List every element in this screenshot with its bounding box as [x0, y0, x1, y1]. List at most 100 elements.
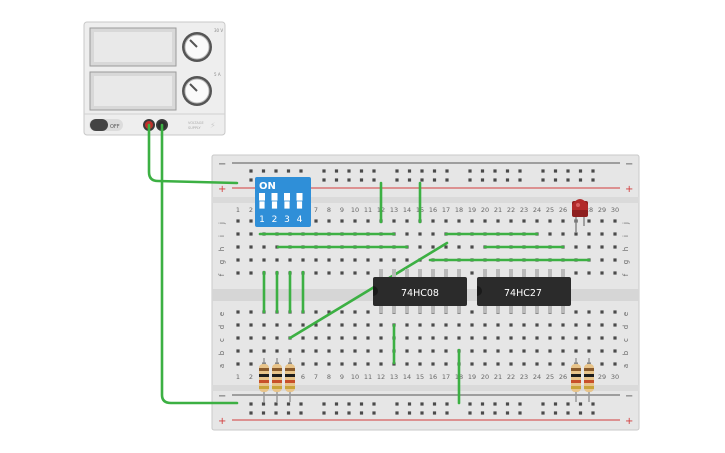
breadboard-hole[interactable]	[587, 245, 591, 249]
breadboard-hole[interactable]	[470, 219, 474, 223]
breadboard-hole[interactable]	[561, 323, 565, 327]
breadboard-hole[interactable]	[340, 271, 344, 275]
rail-hole[interactable]	[566, 169, 570, 173]
breadboard-hole[interactable]	[431, 323, 435, 327]
breadboard-hole[interactable]	[340, 336, 344, 340]
dip-switch-lever[interactable]	[296, 200, 303, 210]
rail-hole[interactable]	[480, 169, 485, 173]
rail-hole[interactable]	[518, 169, 522, 173]
rail-hole[interactable]	[591, 402, 595, 406]
breadboard-hole[interactable]	[470, 336, 474, 340]
rail-hole[interactable]	[395, 178, 399, 182]
rail-hole[interactable]	[347, 178, 351, 182]
breadboard-hole[interactable]	[600, 349, 604, 353]
breadboard-hole[interactable]	[275, 336, 279, 340]
breadboard-hole[interactable]	[327, 336, 331, 340]
dip-switch-key-3[interactable]: 3	[283, 193, 291, 225]
breadboard-hole[interactable]	[249, 258, 253, 262]
breadboard-hole[interactable]	[314, 336, 318, 340]
rail-hole[interactable]	[553, 411, 558, 415]
breadboard-hole[interactable]	[548, 349, 552, 353]
breadboard-hole[interactable]	[613, 310, 617, 314]
breadboard-hole[interactable]	[574, 349, 578, 353]
breadboard-hole[interactable]	[327, 271, 331, 275]
breadboard-hole[interactable]	[587, 232, 591, 236]
breadboard-hole[interactable]	[301, 258, 305, 262]
breadboard-hole[interactable]	[600, 245, 604, 249]
breadboard-hole[interactable]	[431, 336, 435, 340]
rail-hole[interactable]	[553, 402, 558, 406]
breadboard-hole[interactable]	[613, 271, 617, 275]
breadboard-hole[interactable]	[262, 245, 266, 249]
breadboard-hole[interactable]	[353, 336, 357, 340]
rail-hole[interactable]	[432, 402, 437, 406]
breadboard-hole[interactable]	[470, 310, 474, 314]
dip-switch-key-2[interactable]: 2	[271, 193, 278, 225]
rail-hole[interactable]	[420, 178, 424, 182]
breadboard-hole[interactable]	[301, 362, 305, 366]
dip-switch-key-4[interactable]: 4	[296, 193, 303, 225]
rail-hole[interactable]	[372, 411, 376, 415]
rail-hole[interactable]	[468, 402, 472, 406]
breadboard-hole[interactable]	[535, 219, 539, 223]
breadboard-hole[interactable]	[522, 323, 526, 327]
breadboard-hole[interactable]	[548, 323, 552, 327]
breadboard-hole[interactable]	[249, 349, 253, 353]
breadboard-hole[interactable]	[249, 232, 253, 236]
rail-hole[interactable]	[347, 169, 351, 173]
rail-hole[interactable]	[334, 402, 339, 406]
breadboard-hole[interactable]	[457, 336, 461, 340]
rail-hole[interactable]	[274, 402, 278, 406]
breadboard-hole[interactable]	[301, 349, 305, 353]
rail-hole[interactable]	[261, 402, 266, 406]
breadboard-hole[interactable]	[457, 323, 461, 327]
rail-hole[interactable]	[334, 411, 339, 415]
rail-hole[interactable]	[445, 402, 449, 406]
breadboard-hole[interactable]	[340, 258, 344, 262]
breadboard-hole[interactable]	[405, 336, 409, 340]
breadboard-hole[interactable]	[613, 323, 617, 327]
breadboard-hole[interactable]	[587, 219, 591, 223]
breadboard-hole[interactable]	[548, 362, 552, 366]
rail-hole[interactable]	[359, 411, 364, 415]
rail-hole[interactable]	[493, 169, 497, 173]
rail-hole[interactable]	[322, 178, 326, 182]
breadboard-hole[interactable]	[275, 258, 279, 262]
rail-hole[interactable]	[420, 169, 424, 173]
breadboard-hole[interactable]	[587, 271, 591, 275]
breadboard-hole[interactable]	[470, 349, 474, 353]
breadboard-hole[interactable]	[496, 323, 500, 327]
breadboard-hole[interactable]	[457, 245, 461, 249]
rail-hole[interactable]	[249, 178, 253, 182]
breadboard-hole[interactable]	[275, 349, 279, 353]
breadboard-hole[interactable]	[288, 258, 292, 262]
breadboard-hole[interactable]	[444, 219, 448, 223]
breadboard-hole[interactable]	[509, 349, 513, 353]
breadboard-hole[interactable]	[405, 323, 409, 327]
rail-hole[interactable]	[480, 178, 485, 182]
breadboard-hole[interactable]	[262, 336, 266, 340]
breadboard-hole[interactable]	[574, 271, 578, 275]
breadboard-hole[interactable]	[366, 258, 370, 262]
breadboard-hole[interactable]	[314, 323, 318, 327]
breadboard-hole[interactable]	[470, 245, 474, 249]
breadboard-hole[interactable]	[431, 245, 435, 249]
rail-hole[interactable]	[566, 411, 570, 415]
rail-hole[interactable]	[518, 411, 522, 415]
breadboard-hole[interactable]	[405, 219, 409, 223]
rail-hole[interactable]	[347, 402, 351, 406]
breadboard-hole[interactable]	[600, 336, 604, 340]
rail-hole[interactable]	[322, 402, 326, 406]
breadboard-hole[interactable]	[249, 271, 253, 275]
breadboard-hole[interactable]	[509, 323, 513, 327]
breadboard-hole[interactable]	[587, 349, 591, 353]
rail-hole[interactable]	[299, 402, 303, 406]
breadboard-hole[interactable]	[522, 362, 526, 366]
breadboard-hole[interactable]	[418, 349, 422, 353]
breadboard-hole[interactable]	[327, 310, 331, 314]
breadboard-hole[interactable]	[600, 219, 604, 223]
breadboard-hole[interactable]	[249, 310, 253, 314]
rail-hole[interactable]	[372, 169, 376, 173]
power-toggle[interactable]: OFF	[89, 119, 123, 131]
rail-hole[interactable]	[372, 402, 376, 406]
